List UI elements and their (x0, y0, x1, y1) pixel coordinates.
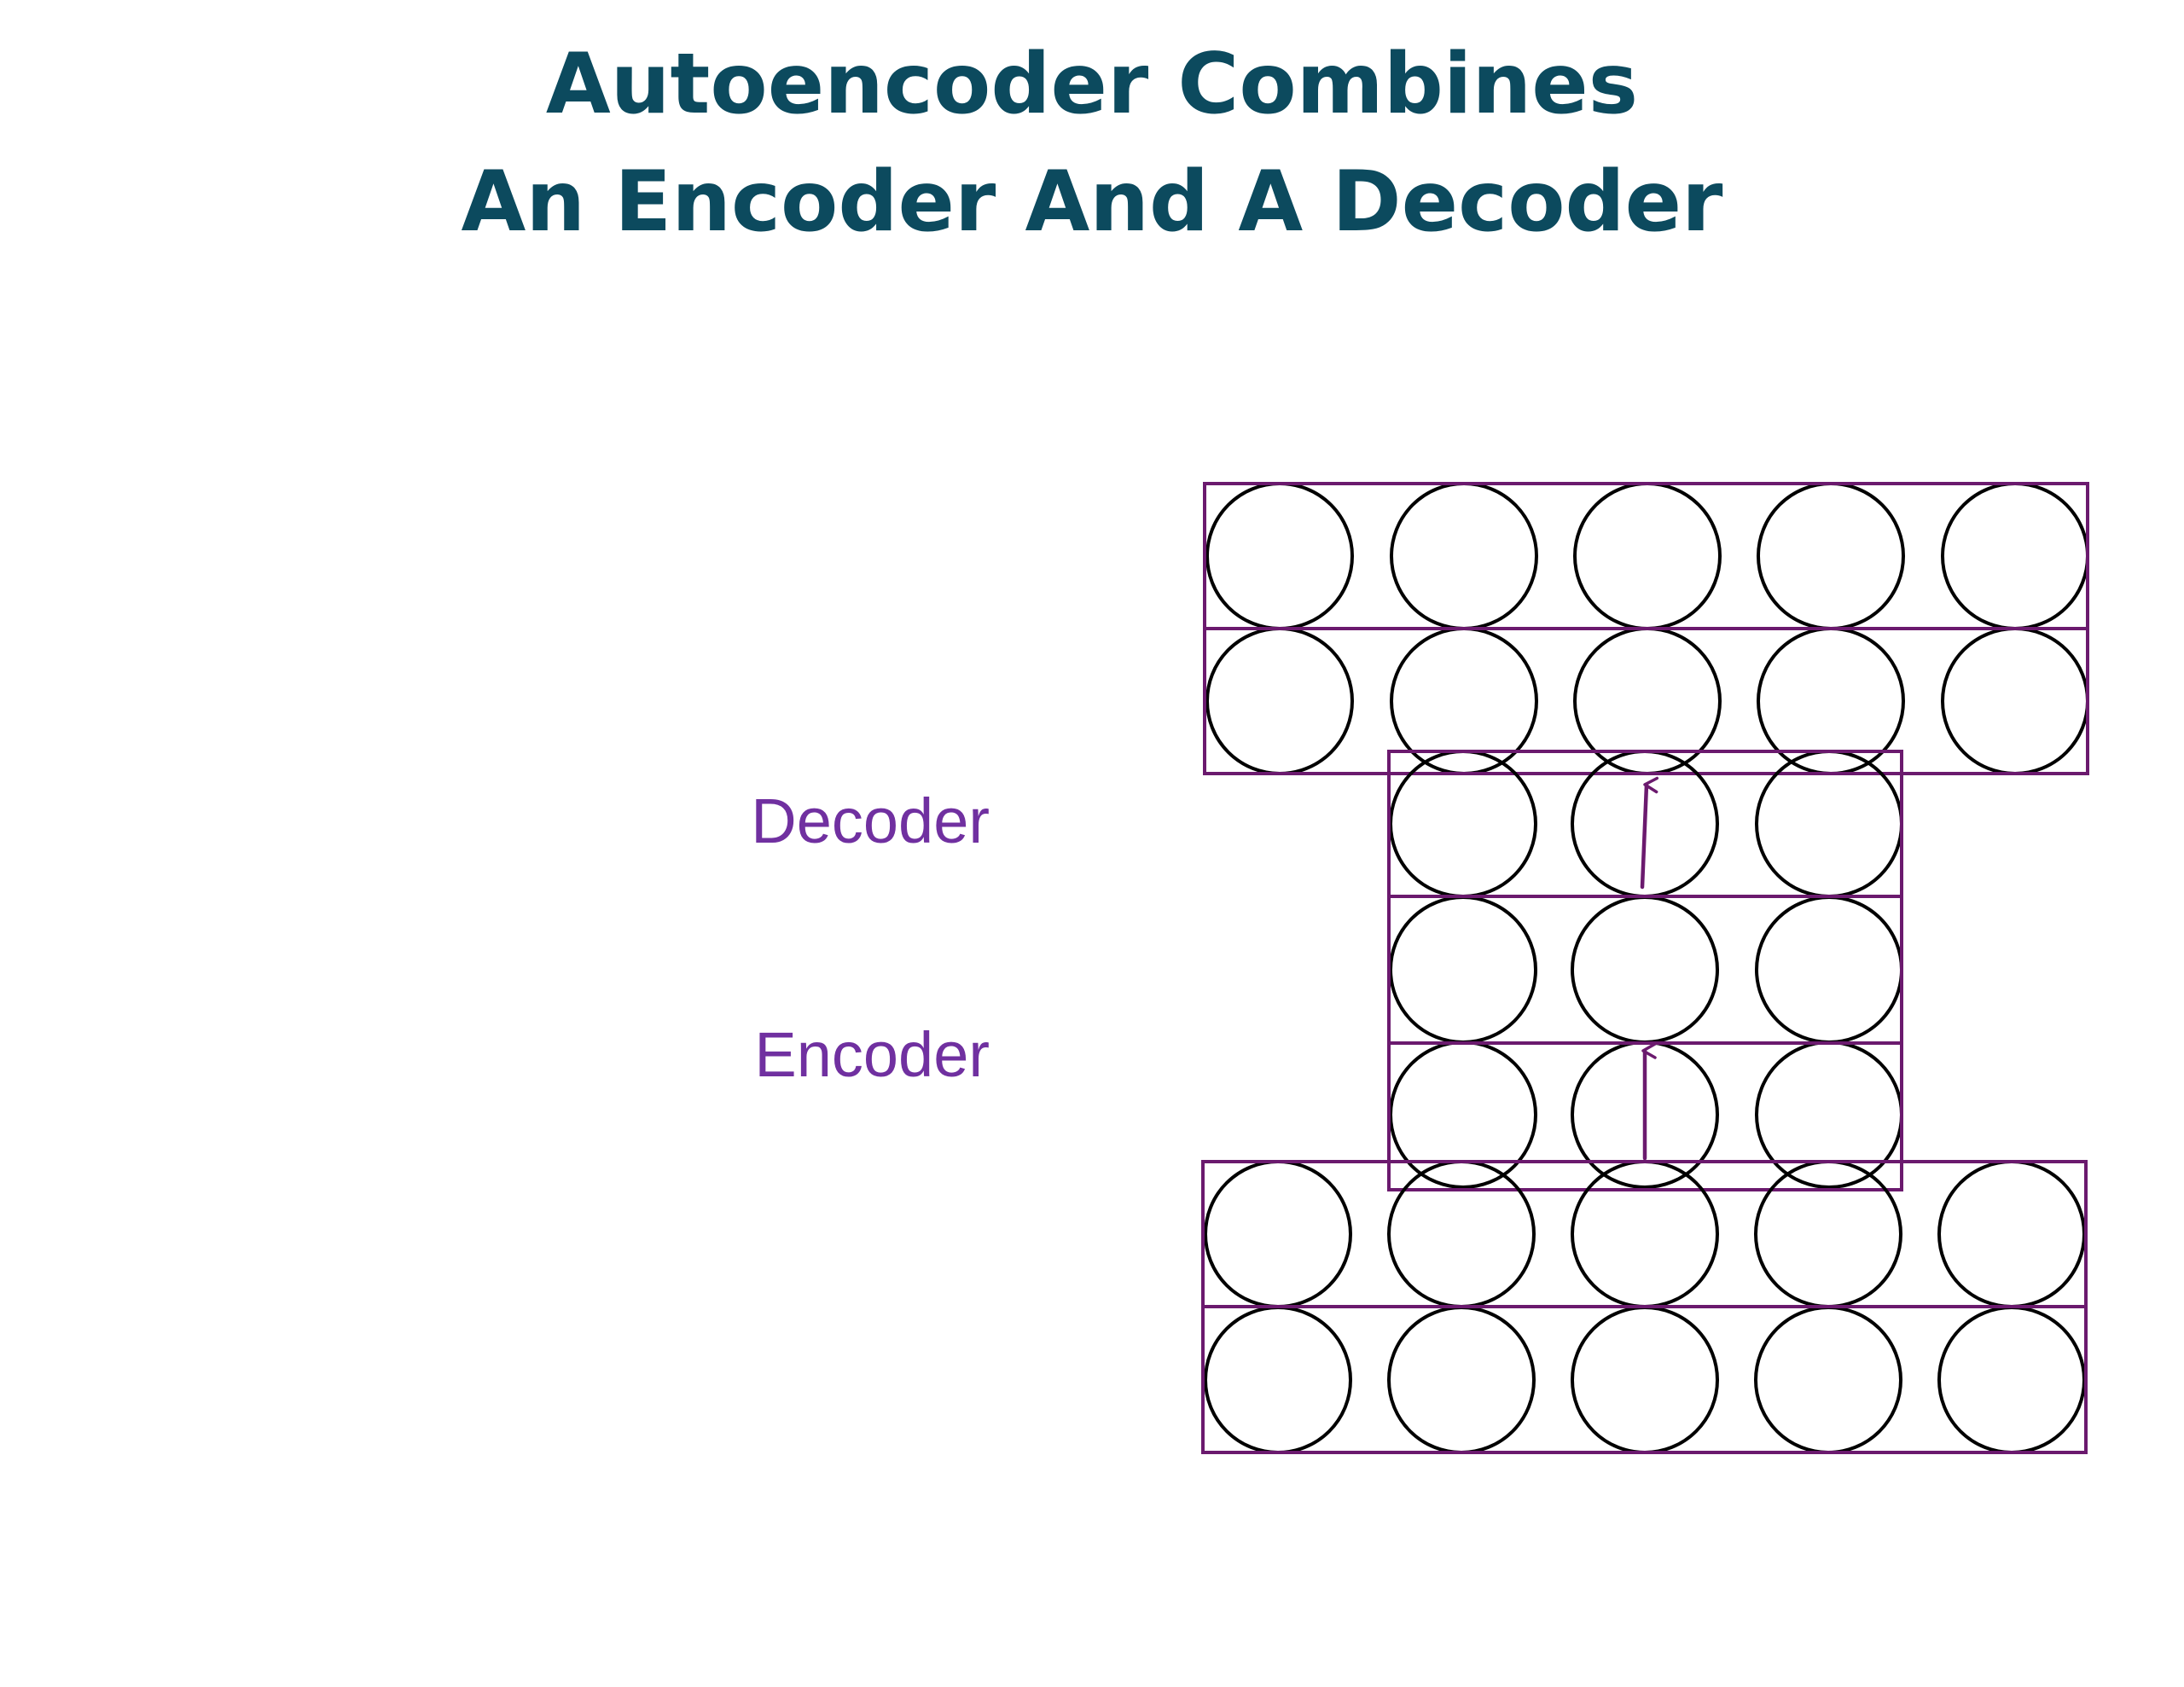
code-layer (1387, 895, 1903, 1045)
neuron-unit (1571, 1160, 1719, 1308)
neuron-unit (1204, 1306, 1352, 1454)
neuron-unit (1754, 1160, 1902, 1308)
neuron-unit (1205, 482, 1354, 630)
neural-network (1201, 482, 2089, 1454)
neuron-unit (1941, 627, 2089, 775)
decoder-label: Decoder (751, 786, 990, 856)
layer-frame (1203, 482, 2089, 630)
slide-title: Autoencoder Combines An Encoder And A De… (0, 26, 2184, 261)
neuron-unit (1390, 482, 1538, 630)
neuron-unit (1204, 1160, 1352, 1308)
input-layer-top (1201, 1160, 2088, 1308)
neuron-unit (1389, 896, 1537, 1044)
neuron-unit (1755, 896, 1903, 1044)
neuron-unit (1571, 1306, 1719, 1454)
input-layer-bottom (1201, 1305, 2088, 1454)
neuron-unit (1755, 1041, 1903, 1189)
neuron-unit (1205, 627, 1354, 775)
neuron-unit (1937, 1306, 2086, 1454)
neuron-unit (1757, 482, 1905, 630)
neuron-unit (1937, 1160, 2086, 1308)
encoder-label: Encoder (754, 1019, 990, 1090)
neuron-unit (1573, 482, 1722, 630)
title-line-1: Autoencoder Combines (545, 36, 1639, 133)
layer-frame (1201, 1305, 2088, 1454)
layer-frame (1201, 1160, 2088, 1308)
layer-frame (1203, 627, 2089, 775)
layer-frame (1387, 895, 1903, 1045)
output-layer-bottom (1203, 627, 2089, 775)
title-line-2: An Encoder And A Decoder (461, 154, 1723, 251)
neuron-unit (1571, 896, 1719, 1044)
neuron-unit (1387, 1160, 1536, 1308)
decoder-arrow (1640, 776, 1659, 890)
output-layer-top (1203, 482, 2089, 630)
neuron-unit (1941, 482, 2089, 630)
neuron-unit (1754, 1306, 1902, 1454)
neuron-unit (1389, 1041, 1537, 1189)
neuron-unit (1387, 1306, 1536, 1454)
